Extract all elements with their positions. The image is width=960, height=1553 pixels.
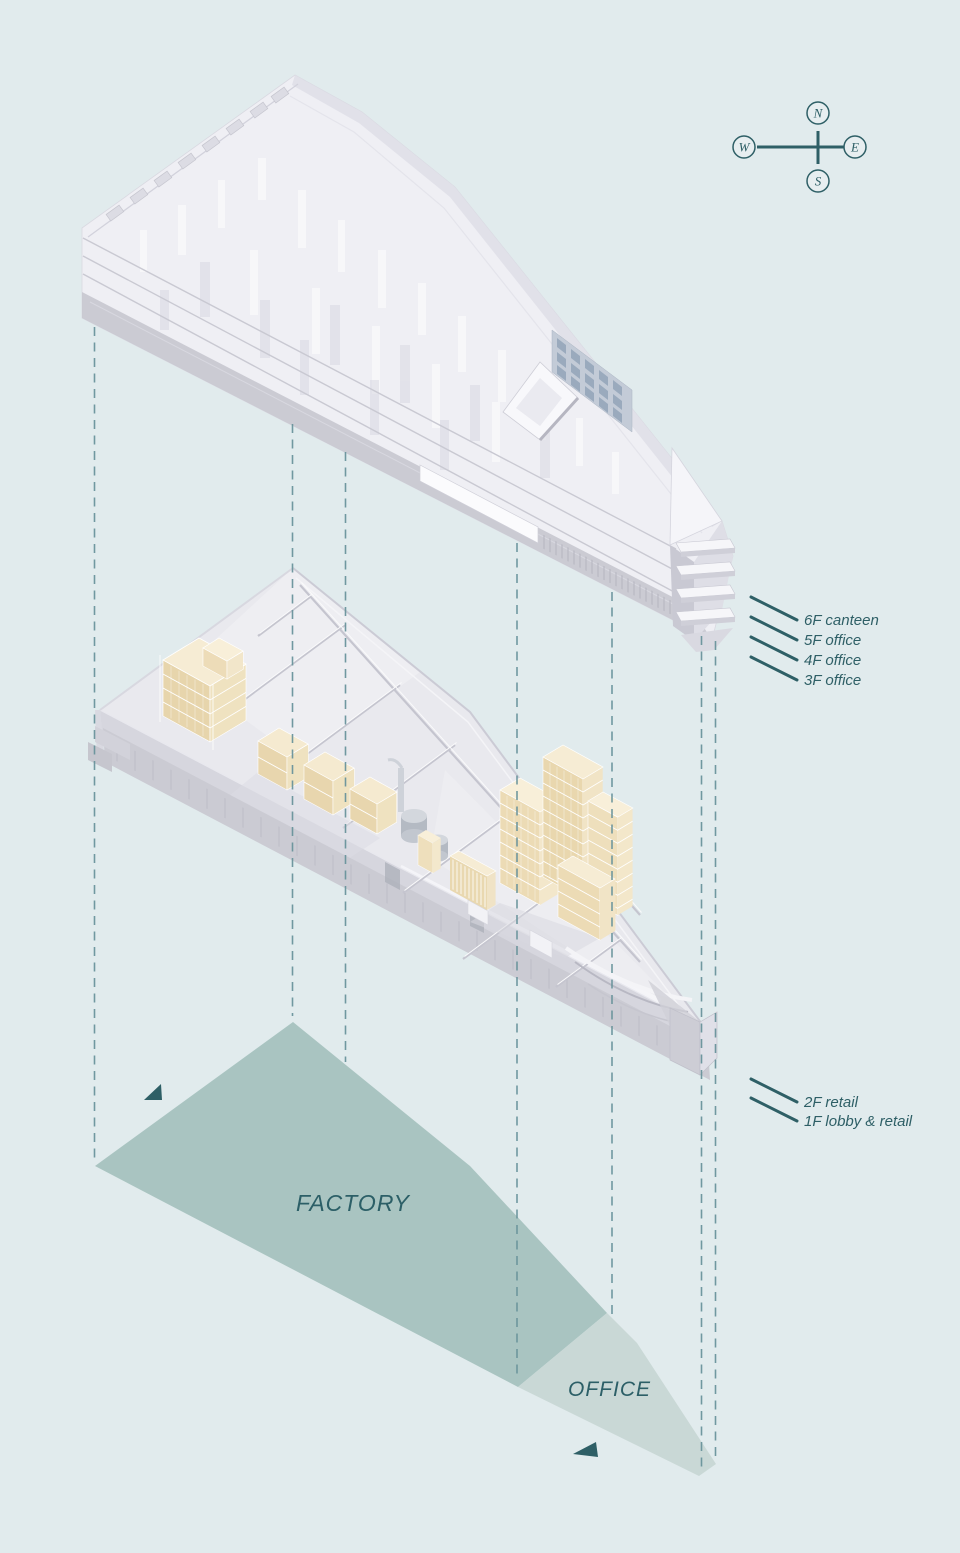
office-zone-label: OFFICE — [568, 1378, 651, 1401]
roof-streak-texture — [140, 158, 619, 494]
nw-edge-wall — [99, 567, 294, 711]
compass-west-letter: W — [739, 140, 751, 155]
right-end-floor-bands — [669, 446, 736, 652]
upper-building-mass — [81, 74, 736, 652]
floor-label-3f: 3F office — [804, 672, 861, 689]
tip-cap-right-face — [699, 1011, 718, 1076]
model-louver-block — [449, 850, 497, 911]
loading-dock — [95, 726, 130, 760]
ribbon-window — [419, 464, 539, 544]
gable-face — [669, 446, 723, 546]
office-zone-polygon — [518, 1313, 716, 1476]
arcade-colonnade — [543, 534, 671, 615]
compass-south-letter: S — [815, 174, 822, 189]
slab-top-edge — [99, 709, 706, 1029]
site-arrow-west-icon — [144, 1084, 162, 1100]
window-facade — [551, 329, 633, 433]
factory-zone-label: FACTORY — [296, 1190, 411, 1216]
slab-plinth — [103, 728, 710, 1080]
floor-annotations-lower: 2F retail 1F lobby & retail — [749, 1077, 913, 1130]
compass-west-circle — [732, 135, 756, 159]
model-crate-row — [257, 727, 398, 835]
compass-east-circle — [843, 135, 867, 159]
factory-zone-polygon — [95, 1022, 607, 1387]
wall-door-opening — [385, 862, 400, 890]
courtyard-notch — [502, 361, 580, 442]
model-hut-2 — [529, 929, 553, 959]
projection-lines — [93, 327, 717, 1472]
leader-lines-upper — [749, 595, 799, 682]
factory-floor-plate — [88, 567, 718, 1080]
ramp-and-tip — [564, 946, 718, 1076]
compass-north-letter: N — [813, 106, 824, 121]
end-cap-tip — [681, 628, 733, 652]
floor-label-5f: 5F office — [804, 632, 861, 649]
floor-label-4f: 4F office — [804, 652, 861, 669]
ne-edge-wall-highlight — [295, 577, 695, 1027]
ramp-white-band — [564, 946, 693, 1002]
roof-skylights — [105, 86, 290, 222]
model-hut — [467, 899, 489, 926]
leader-lines-lower — [749, 1077, 799, 1123]
site-arrow-south-icon — [573, 1442, 598, 1457]
model-scaffold-block — [159, 637, 247, 750]
ne-edge-wall — [292, 567, 706, 1029]
model-shadow — [230, 772, 380, 858]
floor-label-1f: 1F lobby & retail — [804, 1113, 913, 1130]
compass-north-circle — [806, 101, 830, 125]
compass-south-circle — [806, 169, 830, 193]
model-tower-cluster — [499, 744, 634, 941]
factory-equipment-models — [159, 637, 634, 959]
compass: N E S W — [732, 101, 867, 193]
model-shadow-2 — [470, 903, 600, 958]
model-small-box — [417, 830, 441, 874]
floor-annotations-upper: 6F canteen 5F office 4F office 3F office — [749, 595, 879, 689]
floor-label-2f: 2F retail — [803, 1094, 859, 1111]
floor-plate-edges — [82, 237, 677, 594]
site-plan: FACTORY OFFICE — [95, 1022, 716, 1476]
floor-label-6f: 6F canteen — [804, 612, 879, 629]
compass-east-letter: E — [850, 140, 859, 155]
